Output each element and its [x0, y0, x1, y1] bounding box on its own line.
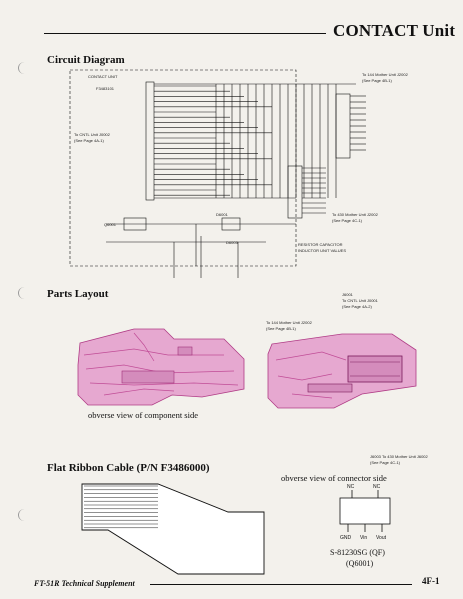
svg-text:(See Page 4B-1): (See Page 4B-1)	[362, 78, 392, 83]
svg-text:(See Page 4A-2): (See Page 4A-2)	[342, 304, 372, 309]
pcb-component-side	[77, 328, 245, 406]
ic-pin-nc-right: NC	[373, 484, 381, 490]
section-heading-parts: Parts Layout	[47, 288, 109, 300]
binder-hole	[18, 509, 31, 521]
caption-connector-side: obverse view of connector side	[281, 473, 387, 483]
svg-text:To 144 Mother Unit J2002: To 144 Mother Unit J2002	[362, 72, 409, 77]
svg-text:(See Page 4C-1): (See Page 4C-1)	[332, 218, 363, 223]
svg-text:Q6001: Q6001	[104, 222, 117, 227]
circuit-diagram: CONTACT UNIT F3483101 To CNTL Unit J0002…	[69, 69, 409, 278]
svg-text:CONTACT UNIT: CONTACT UNIT	[88, 74, 118, 79]
ic-pin-nc-left: NC	[347, 484, 355, 490]
page-number: 4F-1	[422, 576, 440, 586]
svg-text:INDUCTOR UNIT VALUES: INDUCTOR UNIT VALUES	[298, 248, 346, 253]
section-heading-ribbon: Flat Ribbon Cable (P/N F3486000)	[47, 462, 210, 474]
ic-pin-vout: Vout	[376, 535, 387, 541]
svg-text:(See Page 4A-1): (See Page 4A-1)	[74, 138, 104, 143]
ic-part-number: S-81230SG (QF)	[330, 548, 385, 557]
svg-text:To CNTL Unit J0002: To CNTL Unit J0002	[74, 132, 111, 137]
svg-text:RESISTOR CAPACITOR: RESISTOR CAPACITOR	[298, 242, 343, 247]
footer-rule	[150, 584, 412, 585]
svg-text:J6003 To 430 Mother Unit J6002: J6003 To 430 Mother Unit J6002	[370, 454, 429, 459]
svg-text:To 430 Mother Unit J2002: To 430 Mother Unit J2002	[332, 212, 379, 217]
ic-pin-gnd: GND	[340, 535, 352, 541]
binder-hole	[18, 62, 31, 74]
svg-text:To CNTL Unit J0001: To CNTL Unit J0001	[342, 298, 379, 303]
caption-component-side: obverse view of component side	[88, 410, 198, 420]
ribbon-cable	[81, 483, 265, 575]
svg-text:To 144 Mother Unit J2002: To 144 Mother Unit J2002	[266, 320, 313, 325]
svg-text:D6003: D6003	[226, 240, 239, 245]
header-rule	[44, 33, 326, 34]
pcb-connector-side: To 144 Mother Unit J2002 (See Page 4B-1)…	[266, 292, 429, 465]
ic-reference: (Q6001)	[346, 559, 374, 568]
svg-text:D6001: D6001	[216, 212, 229, 217]
ic-q6001-diagram: NC NC GND Vin Vout	[339, 484, 391, 541]
binder-hole	[18, 287, 31, 299]
page-title: CONTACT Unit	[333, 21, 456, 40]
footer-title: FT-51R Technical Supplement	[34, 579, 135, 588]
section-heading-circuit: Circuit Diagram	[47, 54, 125, 66]
svg-text:F3483101: F3483101	[96, 86, 115, 91]
svg-text:J6001: J6001	[342, 292, 354, 297]
svg-text:(See Page 4C-1): (See Page 4C-1)	[370, 460, 401, 465]
svg-text:(See Page 4B-1): (See Page 4B-1)	[266, 326, 296, 331]
ic-pin-vin: Vin	[360, 535, 367, 541]
